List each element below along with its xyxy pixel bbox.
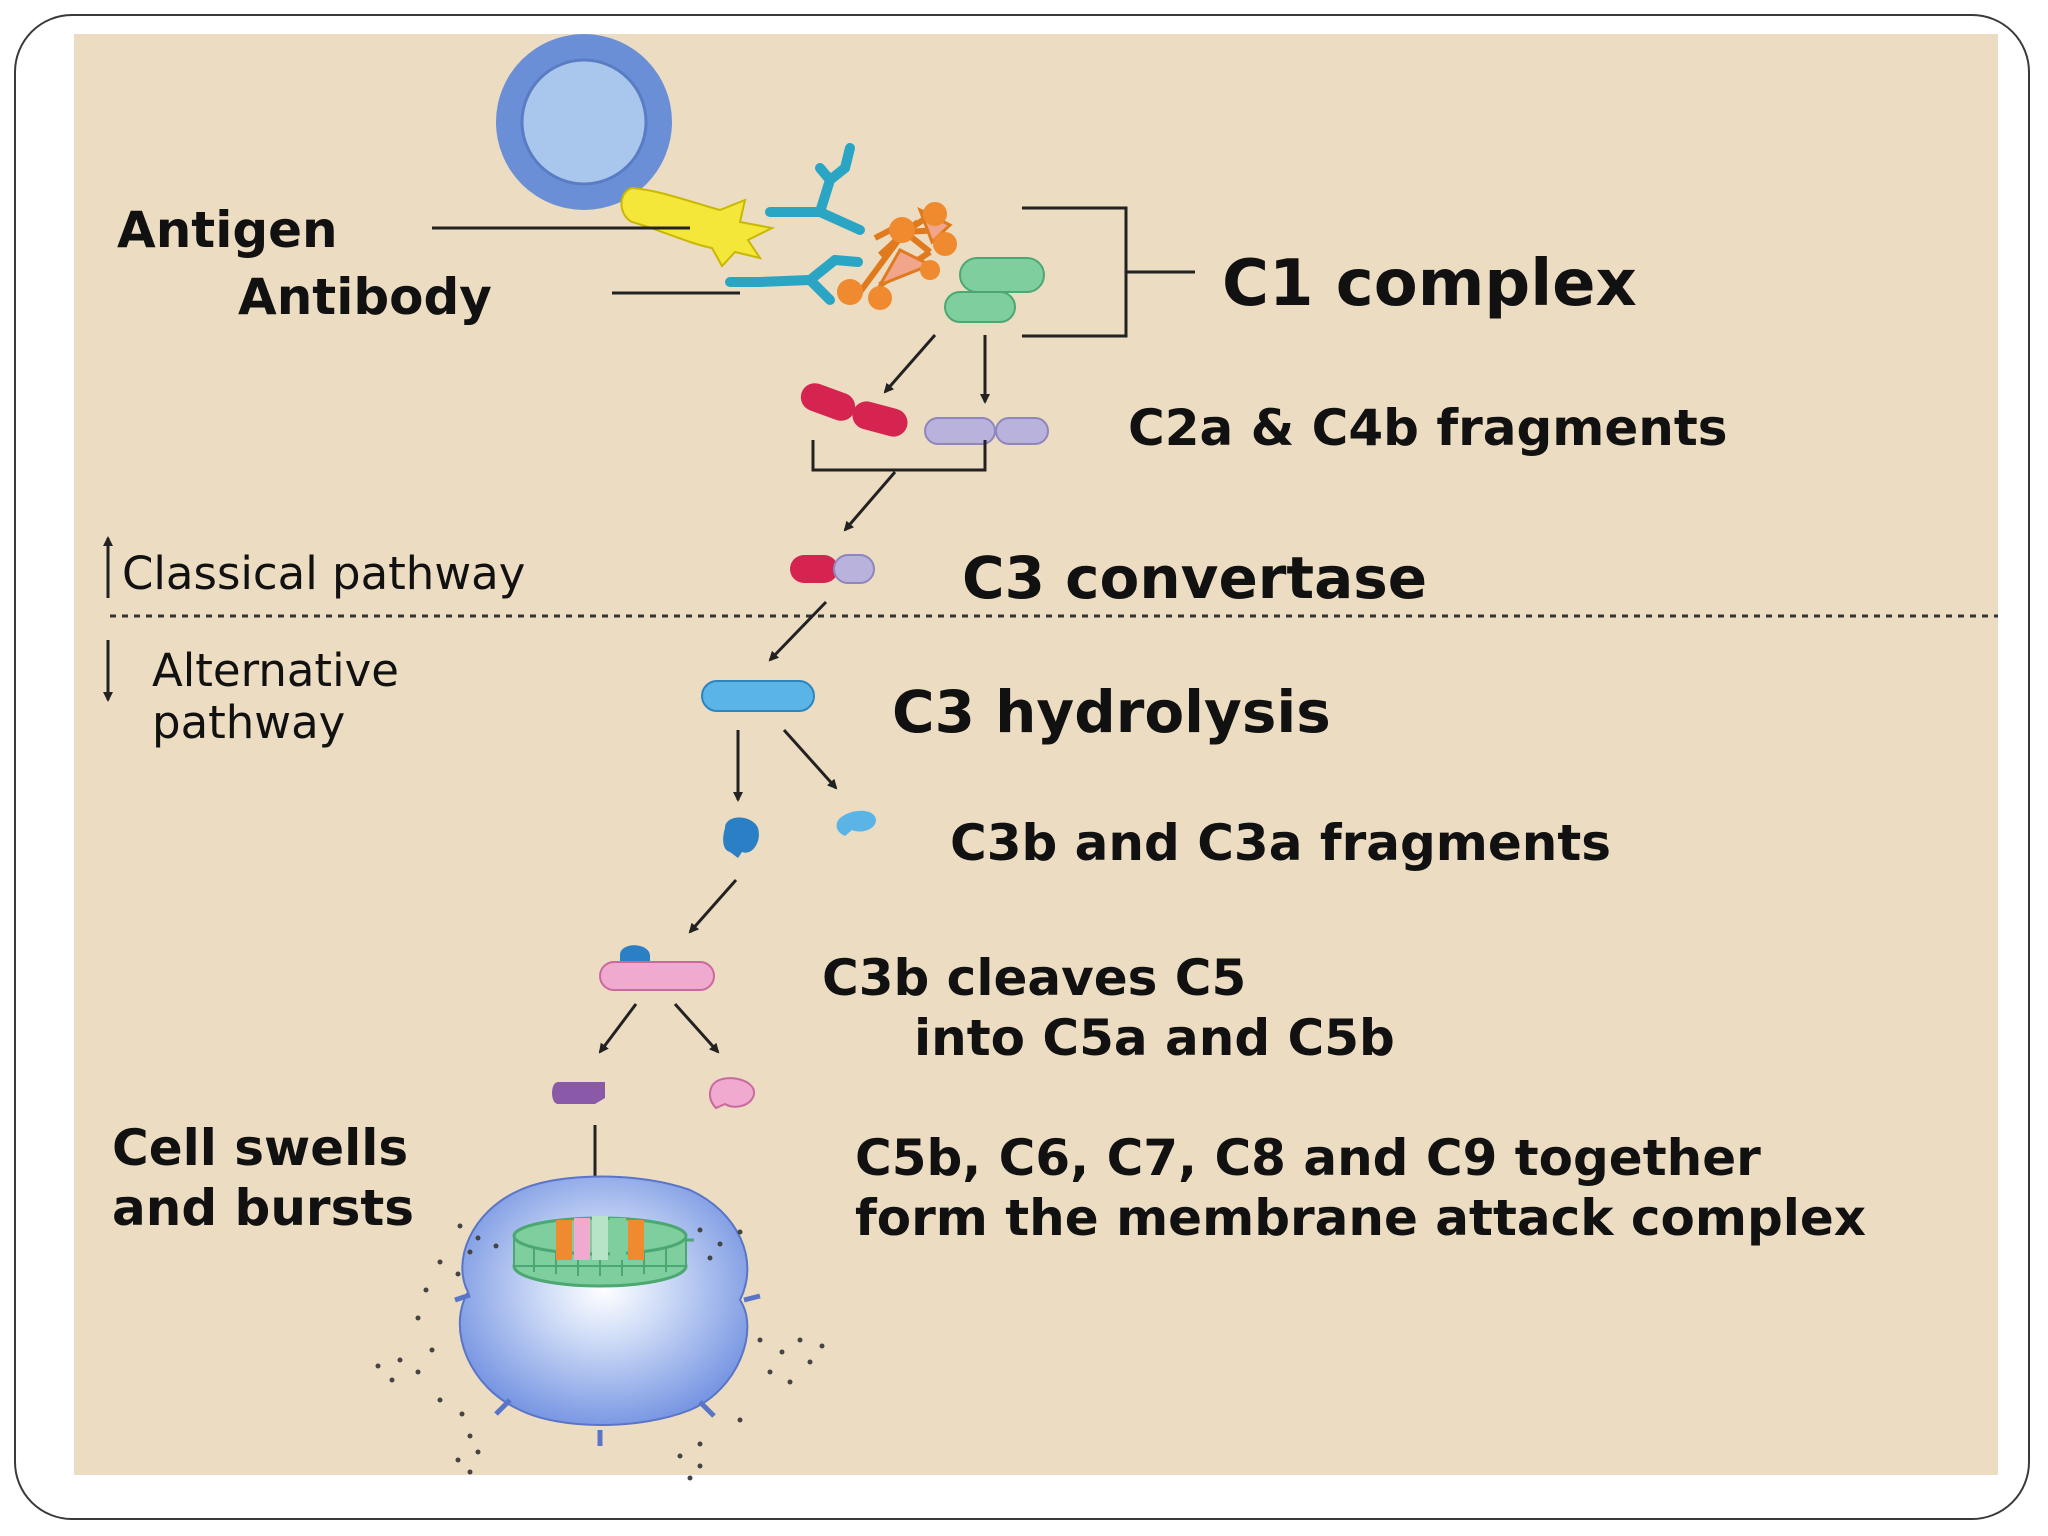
c1-complex-shape	[837, 202, 1045, 323]
c3a-shape	[836, 810, 876, 836]
antigen-shape	[620, 186, 776, 268]
membrane-attack-complex-shape	[512, 1216, 694, 1288]
cell-swells-label: Cell swells and bursts	[112, 1119, 415, 1237]
classical-pathway-label: Classical pathway	[122, 547, 526, 600]
arrow-to-c5b	[598, 1003, 638, 1054]
arrow-c1-c2a	[883, 334, 937, 394]
arrow-c3b-to-c5	[688, 879, 738, 934]
c3b-shape	[723, 817, 759, 858]
c3b-cleaves-line1: C3b cleaves C5	[822, 949, 1247, 1007]
c5b-shape	[552, 1082, 605, 1104]
c3-convertase-label: C3 convertase	[962, 544, 1428, 612]
c2a-c4b-label: C2a & C4b fragments	[1128, 399, 1728, 457]
c3b-cleaves-c5-label: C3b cleaves C5 into C5a and C5b	[822, 948, 1522, 1068]
target-cell	[496, 34, 672, 210]
c2a-fragments-shape	[800, 383, 908, 437]
c1-bracket	[1022, 206, 1195, 338]
c5-shape	[599, 961, 715, 991]
c3b-cleaves-line2: into C5a and C5b	[914, 1009, 1395, 1067]
arrow-to-c3a	[782, 728, 838, 790]
antibody-label: Antibody	[238, 268, 492, 326]
c3b-on-c5-shape	[620, 945, 650, 965]
antigen-label: Antigen	[117, 201, 338, 259]
arrow-to-c3-convertase	[843, 471, 897, 532]
arrow-to-c3	[768, 600, 828, 662]
fragments-bracket	[811, 440, 987, 472]
c3-hydrolysis-label: C3 hydrolysis	[892, 678, 1331, 746]
alternative-pathway-label: Alternative pathway	[152, 644, 399, 749]
antibody-shape	[725, 143, 865, 305]
leaking-dots	[375, 1223, 825, 1481]
c3-shape	[701, 680, 815, 712]
c3-convertase-shape	[790, 554, 875, 584]
arrow-to-c5a	[673, 1002, 720, 1054]
mac-label: C5b, C6, C7, C8 and C9 together form the…	[855, 1129, 1867, 1247]
c4b-fragments-shape	[924, 417, 1049, 445]
c1-complex-label: C1 complex	[1222, 247, 1637, 321]
c5a-shape	[708, 1077, 755, 1110]
c3b-c3a-label: C3b and C3a fragments	[950, 814, 1612, 872]
